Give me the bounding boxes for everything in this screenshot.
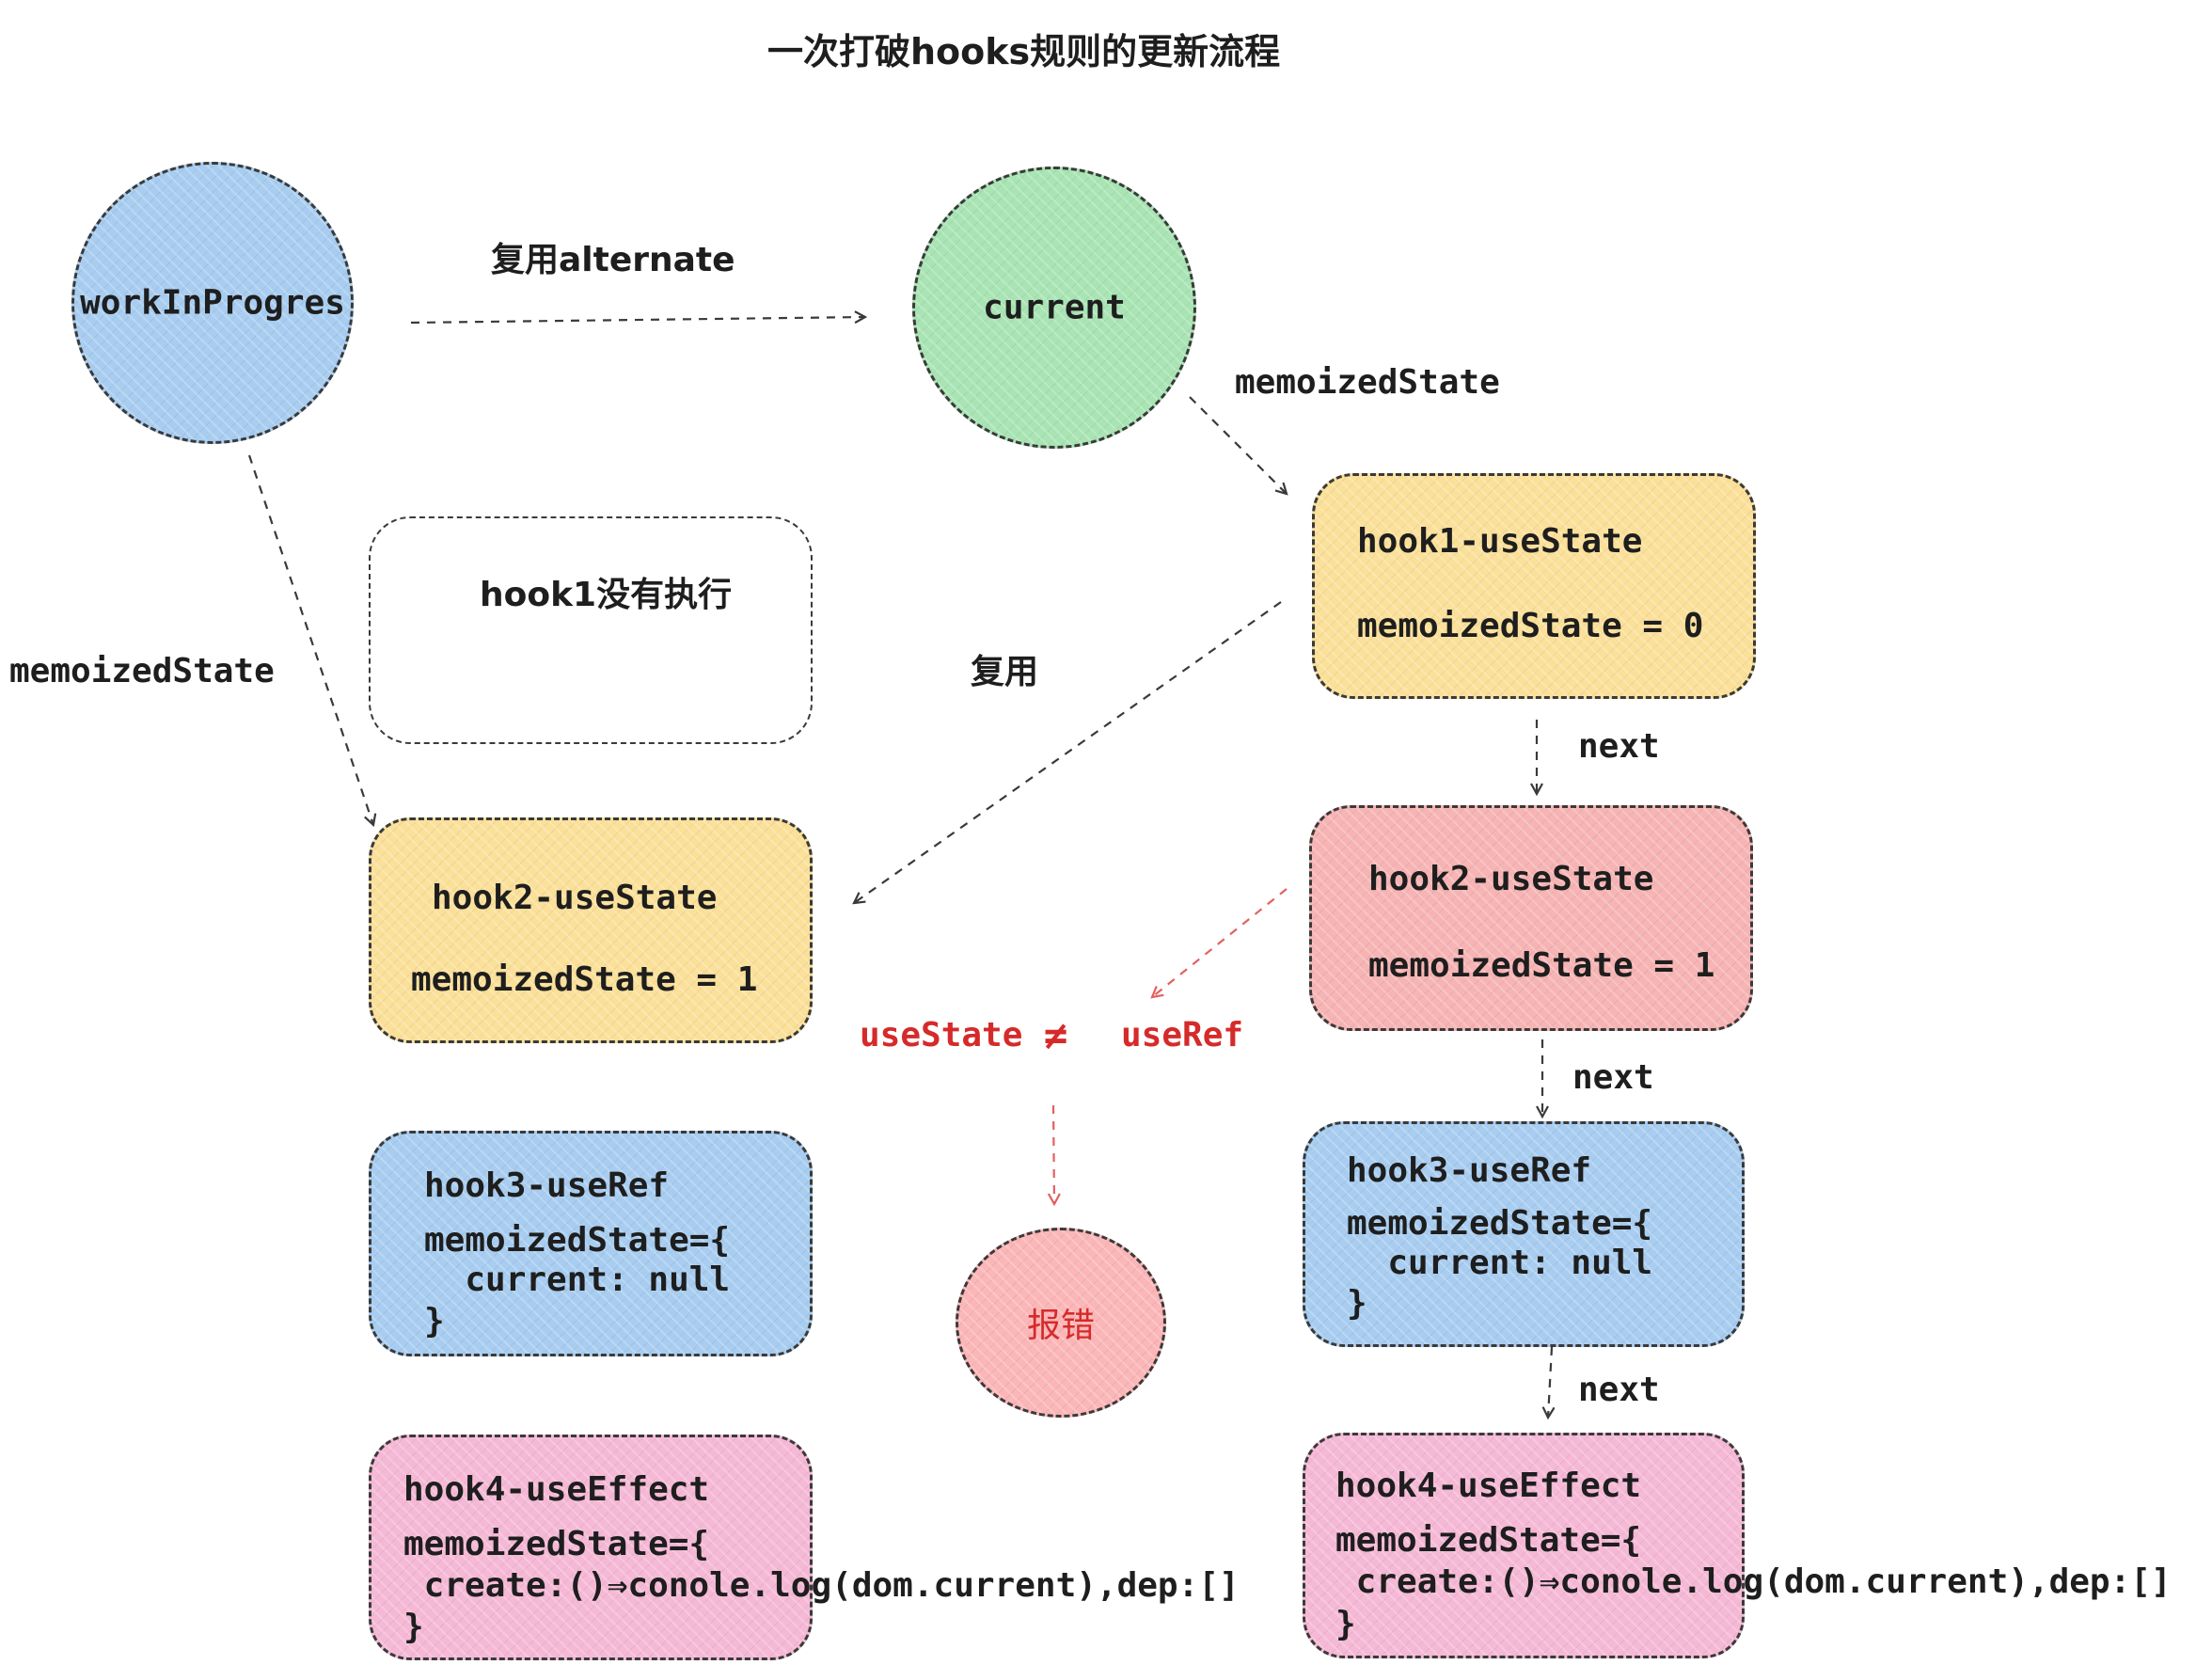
wip-hook3-node: hook3-useRef memoizedState={ current: nu…	[369, 1131, 813, 1356]
workinprogress-label: workInProgres	[80, 283, 345, 323]
mismatch-left-label: useState	[860, 1016, 1023, 1054]
arrow-reuse-alternate	[410, 317, 865, 325]
wip-hook3-line3: }	[424, 1302, 445, 1340]
current-node: current	[912, 166, 1196, 449]
next-label-2: next	[1572, 1058, 1654, 1097]
workinprogress-node: workInProgres	[71, 162, 354, 444]
mismatch-right-label: useRef	[1121, 1016, 1244, 1054]
wip-hook4-line3: }	[403, 1608, 424, 1646]
wip-hook3-name: hook3-useRef	[424, 1166, 670, 1205]
current-hook4-node: hook4-useEffect memoizedState={ create:(…	[1303, 1433, 2172, 1658]
current-hook2-state: memoizedState = 1	[1368, 946, 1715, 985]
wip-hook2-state: memoizedState = 1	[411, 960, 758, 999]
hook1-not-executed-box: hook1没有执行	[369, 516, 813, 744]
wip-hook2-node: hook2-useState memoizedState = 1	[369, 817, 813, 1043]
wip-memoizedstate-label: memoizedState	[9, 652, 275, 690]
current-hook1-node: hook1-useState memoizedState = 0	[1312, 473, 1756, 699]
current-hook1-state: memoizedState = 0	[1357, 607, 1704, 645]
current-hook3-name: hook3-useRef	[1347, 1151, 1592, 1190]
wip-hook4-line2: create:()⇒conole.log(dom.current),dep:[]	[403, 1566, 1240, 1605]
current-hook2-node: hook2-useState memoizedState = 1	[1309, 805, 1753, 1031]
current-hook4-name: hook4-useEffect	[1335, 1467, 1642, 1505]
reuse-label: 复用	[971, 653, 1039, 691]
wip-hook3-line2: current: null	[424, 1261, 731, 1299]
error-node: 报错	[956, 1228, 1166, 1418]
current-hook3-line1: memoizedState={	[1347, 1204, 1653, 1243]
wip-hook4-name: hook4-useEffect	[403, 1470, 710, 1509]
current-hook4-line2: create:()⇒conole.log(dom.current),dep:[]	[1335, 1562, 2172, 1601]
current-memoizedstate-label: memoizedState	[1235, 363, 1500, 402]
not-equal-symbol: ≠	[1044, 1012, 1068, 1058]
wip-hook4-line1: memoizedState={	[403, 1525, 710, 1563]
arrow-reuse	[854, 601, 1282, 903]
arrow-current-to-hook1	[1189, 396, 1287, 494]
arrow-mismatch	[1152, 888, 1288, 997]
wip-hook4-node: hook4-useEffect memoizedState={ create:(…	[369, 1435, 1240, 1660]
current-hook4-line1: memoizedState={	[1335, 1521, 1642, 1560]
current-hook3-line3: }	[1347, 1284, 1367, 1323]
current-hook4-line3: }	[1335, 1605, 1356, 1643]
wip-hook3-line1: memoizedState={	[424, 1221, 731, 1260]
current-hook2-name: hook2-useState	[1368, 860, 1654, 898]
next-label-1: next	[1578, 727, 1660, 766]
arrow-next-3	[1548, 1346, 1552, 1418]
current-hook1-name: hook1-useState	[1357, 522, 1643, 561]
reuse-alternate-label: 复用alternate	[491, 241, 735, 279]
arrow-wip-to-hook2	[247, 454, 373, 825]
diagram-title: 一次打破hooks规则的更新流程	[767, 31, 1281, 72]
error-label: 报错	[1026, 1307, 1095, 1345]
current-label: current	[983, 288, 1126, 327]
arrow-to-error	[1053, 1104, 1054, 1204]
wip-hook2-name: hook2-useState	[432, 879, 718, 917]
hook1-not-executed-label: hook1没有执行	[480, 576, 733, 614]
current-hook3-line2: current: null	[1347, 1244, 1653, 1282]
next-label-3: next	[1578, 1371, 1660, 1409]
current-hook3-node: hook3-useRef memoizedState={ current: nu…	[1303, 1121, 1745, 1347]
